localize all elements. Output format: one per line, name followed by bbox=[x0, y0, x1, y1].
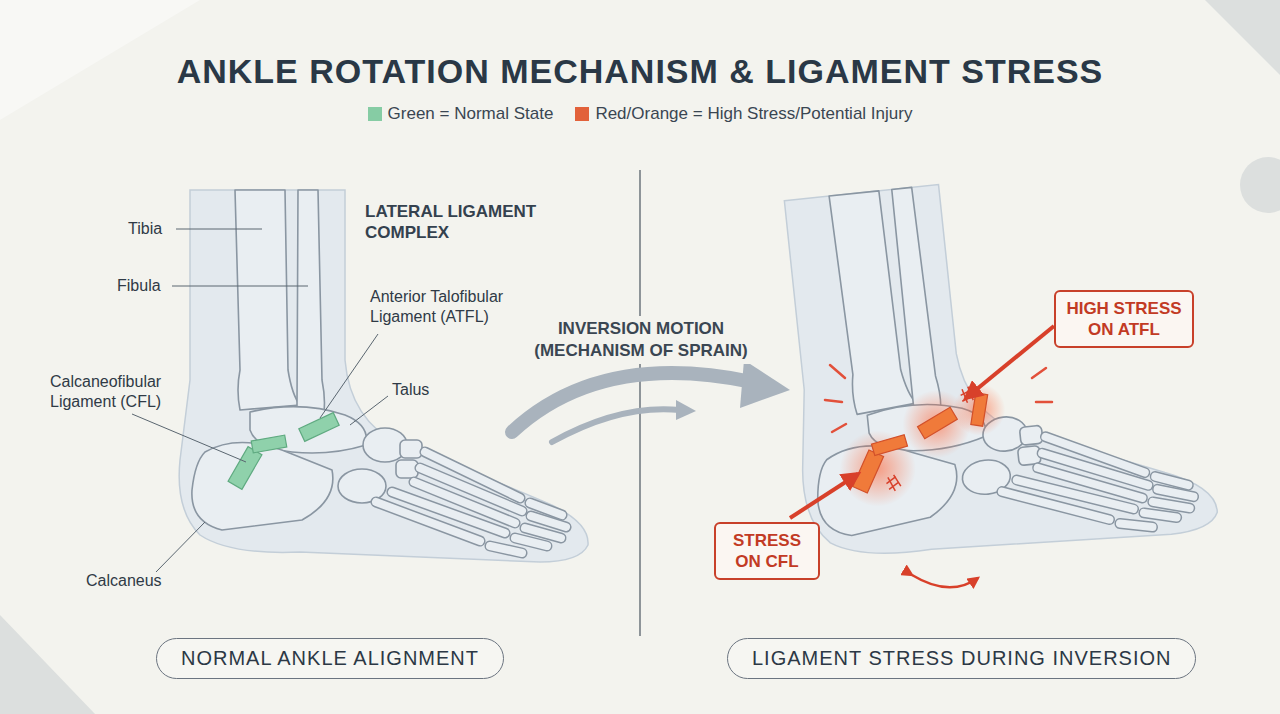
corner-shape bbox=[0, 0, 200, 120]
stress-rays bbox=[825, 365, 1052, 432]
legend-item: Green = Normal State bbox=[368, 104, 554, 124]
legend-text: Red/Orange = High Stress/Potential Injur… bbox=[595, 104, 912, 124]
callout-box: HIGH STRESS ON ATFL bbox=[1054, 290, 1194, 348]
callout-box: STRESS ON CFL bbox=[714, 522, 820, 580]
inversion-arrow bbox=[512, 360, 790, 442]
legend-swatch bbox=[368, 107, 382, 121]
rotation-arrow bbox=[912, 575, 978, 587]
caption-pill: LIGAMENT STRESS DURING INVERSION bbox=[727, 638, 1196, 679]
node-text: STRESS ON CFL bbox=[722, 530, 812, 572]
legend-item: Red/Orange = High Stress/Potential Injur… bbox=[575, 104, 912, 124]
normal-ligaments bbox=[228, 413, 339, 490]
normal-foot bbox=[179, 190, 588, 562]
legend: Green = Normal State Red/Orange = High St… bbox=[0, 104, 1280, 124]
group-label: LATERAL LIGAMENT COMPLEX bbox=[365, 201, 575, 243]
bone-label: Talus bbox=[392, 380, 429, 400]
callout-arrows bbox=[790, 326, 1054, 518]
bone-label: Fibula bbox=[117, 276, 161, 296]
legend-swatch bbox=[575, 107, 589, 121]
node-text: NORMAL ANKLE ALIGNMENT bbox=[181, 647, 479, 670]
divider bbox=[639, 170, 640, 636]
corner-shape bbox=[0, 615, 95, 714]
node-text: LIGAMENT STRESS DURING INVERSION bbox=[752, 647, 1171, 670]
inverted-foot bbox=[774, 159, 1220, 572]
motion-label: INVERSION MOTION (MECHANISM OF SPRAIN) bbox=[519, 316, 763, 364]
corner-shape bbox=[1205, 0, 1280, 75]
ligament-label: Calcaneofibular Ligament (CFL) bbox=[50, 372, 200, 412]
caption-pill: NORMAL ANKLE ALIGNMENT bbox=[156, 638, 504, 679]
leader-lines bbox=[132, 229, 388, 572]
corner-circle bbox=[1240, 157, 1280, 213]
diagram-title: ANKLE ROTATION MECHANISM & LIGAMENT STRE… bbox=[0, 52, 1280, 91]
node-text: HIGH STRESS ON ATFL bbox=[1062, 298, 1186, 340]
bone-label: Tibia bbox=[128, 219, 162, 239]
legend-text: Green = Normal State bbox=[388, 104, 554, 124]
bone-label: Calcaneus bbox=[86, 571, 162, 591]
